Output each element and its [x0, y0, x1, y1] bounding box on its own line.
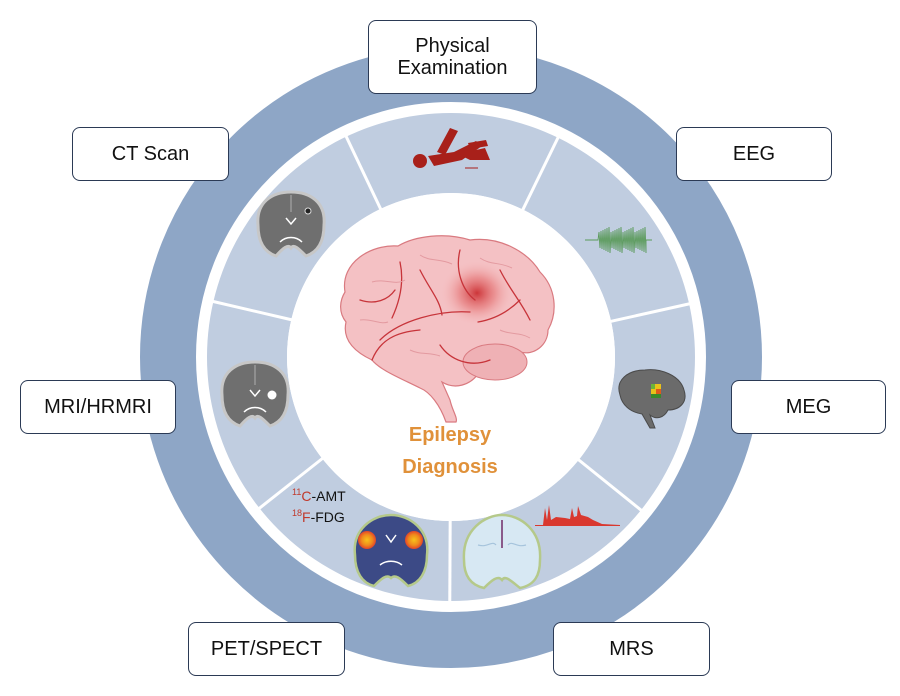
seizure-person-icon: [413, 128, 490, 169]
mrs-label: MRS: [609, 638, 654, 660]
center-title-diagnosis: Diagnosis: [402, 456, 498, 478]
segment-divider: [255, 454, 327, 512]
mrs-spectrum-brain-icon: [462, 505, 620, 590]
meg-label: MEG: [785, 396, 832, 418]
meg-brain-activation-icon: [618, 369, 686, 429]
pet-spect-box: PET/SPECT: [188, 622, 345, 676]
eeg-waveform-icon: [585, 226, 652, 254]
pet-tracer-fdg: 18F-FDG: [292, 508, 345, 525]
eeg-box: EEG: [676, 127, 832, 181]
tracer-compound: -AMT: [311, 488, 346, 504]
tracer-isotope-mass: 18: [292, 508, 303, 518]
pet-tracer-amt: 11C-AMT: [292, 487, 346, 504]
ct-scan-label: CT Scan: [111, 143, 190, 165]
segment-divider: [209, 299, 296, 323]
meg-box: MEG: [731, 380, 886, 434]
pet-spect-label: PET/SPECT: [210, 638, 323, 660]
physical-examination-box: Physical Examination: [368, 20, 537, 94]
mrs-box: MRS: [553, 622, 710, 676]
center-title-epilepsy: Epilepsy: [408, 424, 492, 446]
tracer-isotope-symbol: F: [302, 509, 311, 525]
brain-illustration-icon: [340, 235, 555, 423]
mri-hrmri-box: MRI/HRMRI: [20, 380, 176, 434]
segment-divider: [574, 456, 646, 514]
tracer-isotope-symbol: C: [301, 488, 312, 504]
segment-divider: [606, 301, 694, 324]
pet-brain-scan-icon: [353, 513, 429, 588]
tracer-compound: -FDG: [310, 509, 345, 525]
eeg-label: EEG: [732, 143, 776, 165]
ct-brain-slice-icon: [256, 190, 326, 258]
ct-scan-box: CT Scan: [72, 127, 229, 181]
mri-brain-slice-icon: [220, 360, 290, 428]
physical-examination-label: Physical Examination: [397, 35, 508, 79]
segment-divider: [343, 132, 384, 214]
segment-divider: [519, 133, 562, 214]
mri-hrmri-label: MRI/HRMRI: [44, 396, 152, 418]
segment-dividers: [209, 132, 694, 606]
segment-ring: [206, 113, 695, 601]
tracer-isotope-mass: 11: [292, 487, 302, 497]
